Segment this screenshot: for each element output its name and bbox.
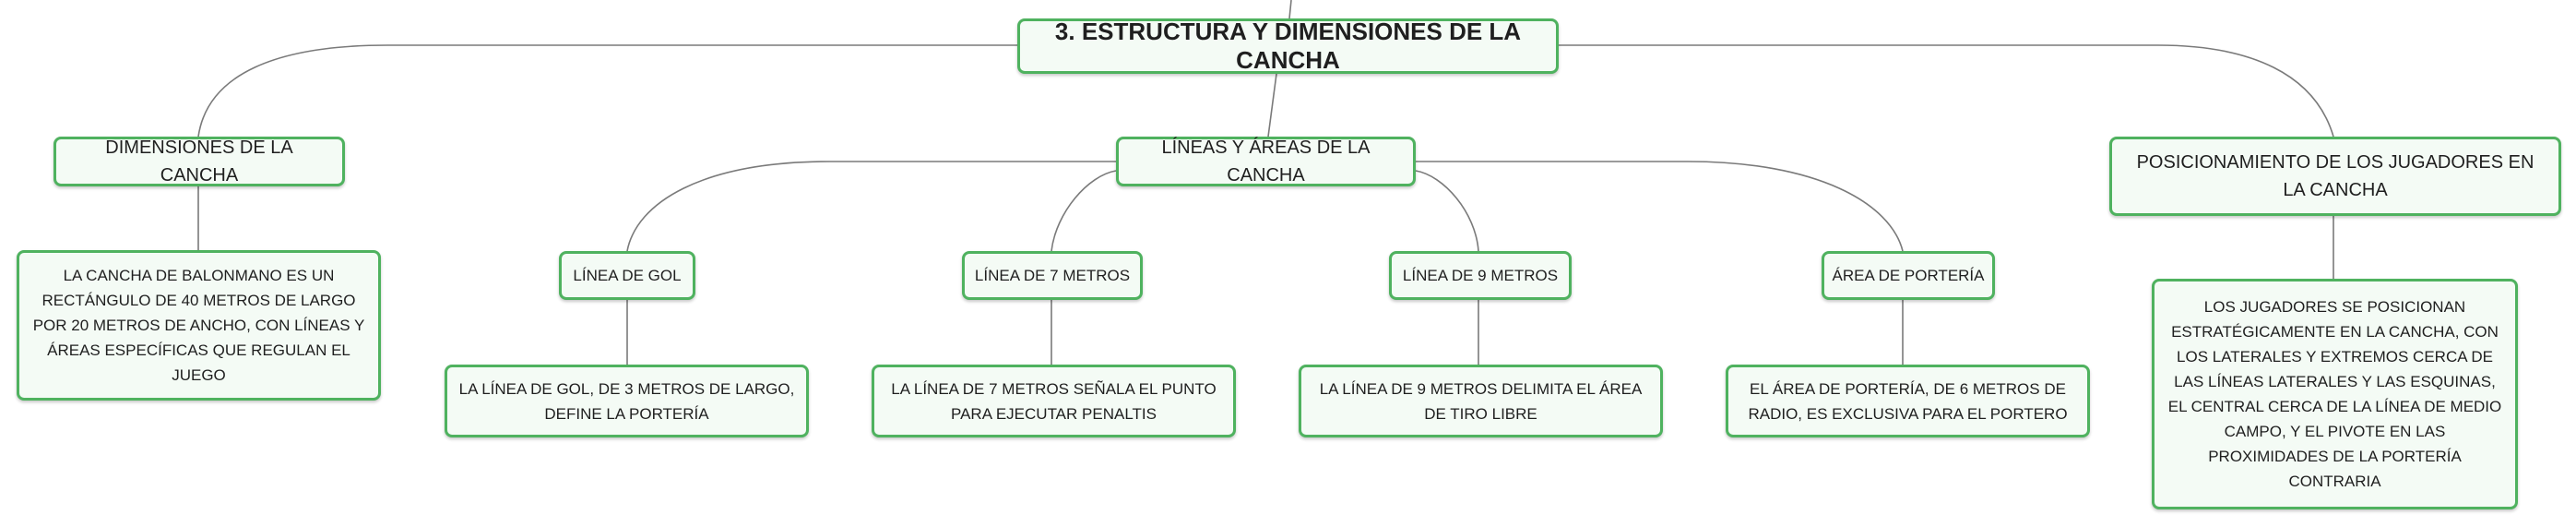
topic-linea-7m-detail-text: LA LÍNEA DE 7 METROS SEÑALA EL PUNTO PAR… — [891, 379, 1217, 423]
root-topic[interactable]: 3. ESTRUCTURA Y DIMENSIONES DE LA CANCHA — [1017, 18, 1559, 74]
root-topic-label: 3. ESTRUCTURA Y DIMENSIONES DE LA CANCHA — [1054, 18, 1522, 74]
topic-dimensiones-label: DIMENSIONES DE LA CANCHA — [105, 138, 293, 186]
connector-root-to-posicionamiento — [1559, 44, 2334, 138]
connector-lineas-to-9m — [1415, 170, 1479, 252]
topic-dimensiones-detail[interactable]: LA CANCHA DE BALONMANO ES UN RECTÁNGULO … — [17, 250, 381, 401]
topic-lineas-areas[interactable]: LÍNEAS Y ÁREAS DE LA CANCHA — [1116, 137, 1416, 186]
connector-root-to-lineas — [1267, 73, 1277, 138]
topic-posicionamiento[interactable]: POSICIONAMIENTO DE LOS JUGADORES EN LA C… — [2109, 137, 2561, 216]
topic-area-porteria-detail[interactable]: EL ÁREA DE PORTERÍA, DE 6 METROS DE RADI… — [1726, 365, 2090, 437]
topic-posicionamiento-label: POSICIONAMIENTO DE LOS JUGADORES EN LA C… — [2136, 152, 2534, 200]
topic-linea-9m-label: LÍNEA DE 9 METROS — [1402, 266, 1559, 284]
topic-linea-7m[interactable]: LÍNEA DE 7 METROS — [962, 251, 1143, 300]
topic-linea-gol-detail[interactable]: LA LÍNEA DE GOL, DE 3 METROS DE LARGO, D… — [445, 365, 809, 437]
topic-dimensiones[interactable]: DIMENSIONES DE LA CANCHA — [53, 137, 345, 186]
topic-linea-9m-detail-text: LA LÍNEA DE 9 METROS DELIMITA EL ÁREA DE… — [1319, 379, 1643, 423]
topic-linea-7m-detail[interactable]: LA LÍNEA DE 7 METROS SEÑALA EL PUNTO PAR… — [872, 365, 1236, 437]
topic-dimensiones-detail-text: LA CANCHA DE BALONMANO ES UN RECTÁNGULO … — [32, 267, 365, 384]
topic-linea-gol[interactable]: LÍNEA DE GOL — [559, 251, 695, 300]
topic-linea-9m[interactable]: LÍNEA DE 9 METROS — [1389, 251, 1572, 300]
topic-linea-gol-detail-text: LA LÍNEA DE GOL, DE 3 METROS DE LARGO, D… — [458, 379, 795, 423]
connector-parent-to-root — [1288, 0, 1292, 19]
topic-linea-9m-detail[interactable]: LA LÍNEA DE 9 METROS DELIMITA EL ÁREA DE… — [1299, 365, 1663, 437]
topic-linea-7m-label: LÍNEA DE 7 METROS — [974, 266, 1131, 284]
topic-linea-gol-label: LÍNEA DE GOL — [573, 266, 682, 284]
topic-lineas-areas-label: LÍNEAS Y ÁREAS DE LA CANCHA — [1161, 138, 1371, 186]
topic-area-porteria-label: ÁREA DE PORTERÍA — [1832, 266, 1985, 284]
topic-area-porteria[interactable]: ÁREA DE PORTERÍA — [1822, 251, 1995, 300]
connector-lineas-to-porteria — [1416, 161, 1904, 252]
topic-area-porteria-detail-text: EL ÁREA DE PORTERÍA, DE 6 METROS DE RADI… — [1748, 379, 2068, 423]
connector-lineas-to-gol — [626, 161, 1116, 252]
topic-posicionamiento-detail[interactable]: LOS JUGADORES SE POSICIONAN ESTRATÉGICAM… — [2152, 279, 2518, 509]
connector-root-to-dimensiones — [197, 44, 1017, 138]
connector-lineas-to-7m — [1051, 170, 1117, 252]
topic-posicionamiento-detail-text: LOS JUGADORES SE POSICIONAN ESTRATÉGICAM… — [2167, 298, 2502, 490]
